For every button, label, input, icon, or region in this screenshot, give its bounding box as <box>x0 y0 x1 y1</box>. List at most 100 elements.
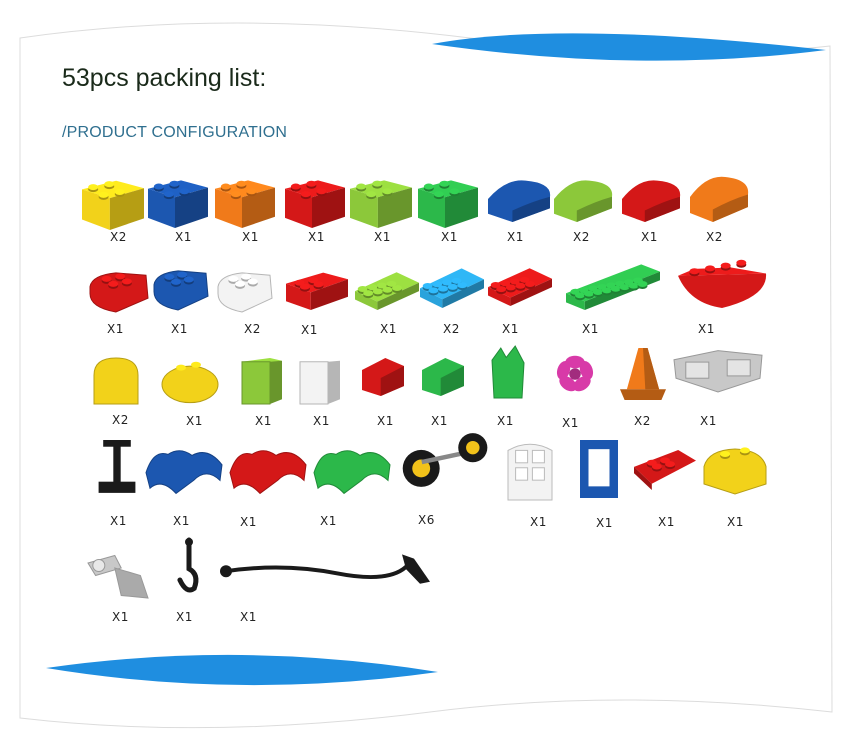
piece-quantity: X1 <box>641 230 658 244</box>
crane-cab-grey-icon <box>673 350 763 393</box>
2x2-brick-red-icon <box>285 180 345 228</box>
piece-2x2-brick-yellow <box>82 172 144 230</box>
mudguard-blue-icon <box>145 450 223 495</box>
traffic-cone-orange-icon <box>620 348 666 400</box>
piece-mudguard-red <box>228 444 308 496</box>
piece-quantity: X1 <box>112 610 129 624</box>
piece-quantity: X1 <box>441 230 458 244</box>
piece-grass-piece-green <box>490 344 526 399</box>
piece-curved-brick-lime <box>552 176 614 222</box>
piece-round-brick-yellow <box>160 358 220 406</box>
curved-brick-lime-icon <box>554 180 613 222</box>
piece-quantity: X1 <box>313 414 330 428</box>
piece-quantity: X1 <box>107 322 124 336</box>
piece-quantity: X1 <box>255 414 272 428</box>
piece-window-frame-blue <box>578 438 620 500</box>
boat-base-red-icon <box>678 259 767 308</box>
2x2-brick-yellow-icon <box>82 180 144 230</box>
piece-tall-brick-lime <box>241 356 282 405</box>
piece-quantity: X1 <box>502 322 519 336</box>
piece-2x4-plate-cyan <box>420 264 484 308</box>
piece-lamp-post-black <box>94 438 140 494</box>
piece-wheel-axle-set <box>402 432 490 488</box>
piece-quantity: X1 <box>497 414 514 428</box>
round-brick-yellow-icon <box>161 361 219 404</box>
piece-mudguard-green <box>312 444 392 496</box>
flower-magenta-icon <box>556 355 594 392</box>
piece-quantity: X1 <box>700 414 717 428</box>
piece-crane-hook-black <box>176 537 202 594</box>
piece-2x4-plate-red <box>488 264 552 306</box>
lamp-post-black-icon <box>98 440 136 493</box>
piece-quantity: X1 <box>530 515 547 529</box>
piece-2x2-brick-lime <box>350 172 412 228</box>
dome-brick-yellow-icon <box>703 447 767 495</box>
slope-brick-red-icon <box>362 358 404 396</box>
2x2-brick-green-icon <box>418 180 478 228</box>
piece-traffic-cone-orange <box>620 346 666 400</box>
piece-wedge-plate-red <box>632 448 698 490</box>
piece-mudguard-blue <box>144 444 224 496</box>
piece-quantity: X1 <box>320 514 337 528</box>
wedge-plate-red-icon <box>634 450 696 490</box>
piece-tall-brick-white <box>299 356 340 405</box>
piece-quantity: X1 <box>301 323 318 337</box>
piece-slim-brick-red <box>286 266 348 310</box>
piece-slope-brick-green <box>420 356 466 396</box>
2x4-plate-cyan-icon <box>420 268 484 308</box>
piece-quantity: X2 <box>112 413 129 427</box>
2x8-plate-green-icon <box>566 264 660 310</box>
piece-curved-brick-red <box>620 176 682 222</box>
piece-quantity: X2 <box>443 322 460 336</box>
piece-2x2-brick-orange <box>215 172 275 228</box>
mudguard-red-icon <box>229 450 307 495</box>
piece-door-white <box>506 438 554 501</box>
piece-arch-top-yellow <box>92 356 140 405</box>
2x2-brick-orange-icon <box>215 180 275 228</box>
curved-brick-orange-icon <box>690 176 749 222</box>
piece-dome-brick-yellow <box>702 444 768 495</box>
piece-quantity: X1 <box>242 230 259 244</box>
section-subtitle: /PRODUCT CONFIGURATION <box>62 124 288 141</box>
piece-quantity: X2 <box>706 230 723 244</box>
piece-quantity: X1 <box>727 515 744 529</box>
rounded-brick-white-icon <box>217 272 273 313</box>
crane-hook-black-icon <box>177 537 199 593</box>
window-frame-blue-icon <box>580 440 618 498</box>
piece-quantity: X1 <box>176 610 193 624</box>
door-white-icon <box>507 443 553 501</box>
page-title: 53pcs packing list: <box>62 64 267 92</box>
piece-crane-cab-grey <box>672 346 764 393</box>
piece-quantity: X2 <box>110 230 127 244</box>
piece-quantity: X2 <box>634 414 651 428</box>
piece-rounded-brick-red <box>88 266 150 313</box>
2x2-brick-blue-icon <box>148 180 208 228</box>
piece-slope-brick-red <box>360 356 406 396</box>
piece-quantity: X1 <box>658 515 675 529</box>
piece-2x2-brick-blue <box>148 172 208 228</box>
piece-quantity: X1 <box>507 230 524 244</box>
piece-quantity: X1 <box>380 322 397 336</box>
piece-quantity: X1 <box>173 514 190 528</box>
curved-brick-blue-icon <box>488 180 551 222</box>
tall-brick-white-icon <box>299 358 340 405</box>
piece-quantity: X1 <box>110 514 127 528</box>
piece-2x2-brick-red <box>285 172 345 228</box>
2x4-plate-lime-icon <box>355 272 419 310</box>
piece-quantity: X1 <box>186 414 203 428</box>
piece-quantity: X1 <box>175 230 192 244</box>
flexible-hose-black-icon <box>220 554 430 584</box>
piece-quantity: X1 <box>377 414 394 428</box>
piece-quantity: X6 <box>418 513 435 527</box>
slope-brick-green-icon <box>422 358 464 396</box>
curved-brick-red-icon <box>622 180 681 222</box>
top-blue-banner <box>432 33 826 61</box>
piece-boat-base-red <box>676 259 768 308</box>
arch-top-yellow-icon <box>93 357 139 405</box>
rounded-brick-red-icon <box>89 272 149 313</box>
piece-quantity: X1 <box>698 322 715 336</box>
piece-rounded-brick-blue <box>152 264 210 311</box>
piece-curved-brick-blue <box>486 176 552 222</box>
piece-quantity: X1 <box>562 416 579 430</box>
slim-brick-red-icon <box>286 272 348 310</box>
